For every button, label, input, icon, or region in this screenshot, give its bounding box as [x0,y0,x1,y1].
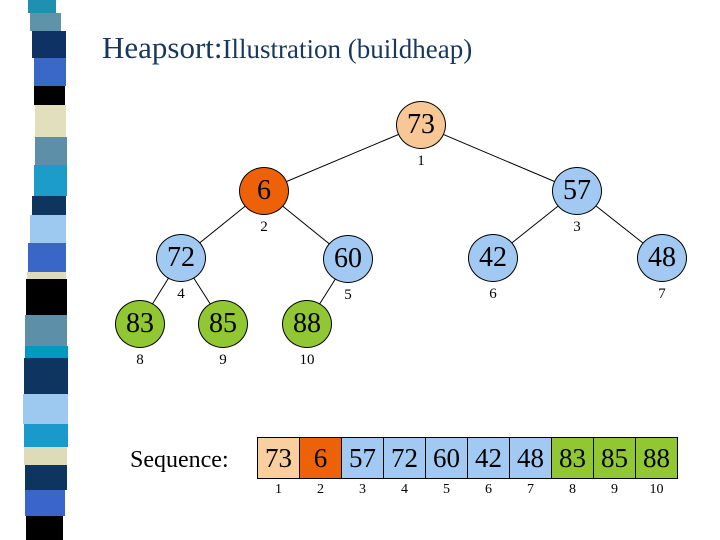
slide-title: Heapsort:Illustration (buildheap) [102,30,472,66]
node-index-label-2: 2 [260,219,268,235]
sequence-cell-1: 73 [257,437,300,479]
tree-node-4: 72 [156,234,206,282]
sequence-index-4: 4 [401,482,408,497]
decor-block [24,358,68,394]
sequence-index-7: 7 [527,482,534,497]
sequence-index-3: 3 [359,482,366,497]
sequence-index-5: 5 [443,482,450,497]
sequence-row: 73 6 57 72 60 42 48 83 85 88 [257,437,678,479]
tree-node-3: 57 [552,167,602,215]
sequence-cell-9: 85 [593,437,636,479]
decor-block [34,86,65,105]
decor-block [32,31,66,58]
decor-block [28,0,56,13]
tree-node-5: 60 [323,235,373,283]
decor-block [25,465,67,490]
node-index-label-3: 3 [573,219,581,235]
tree-node-8: 83 [115,300,165,348]
slide-title-secondary: Illustration (buildheap) [222,34,473,64]
sequence-index-10: 10 [649,482,664,497]
sequence-index-row: 1 2 3 4 5 6 7 8 9 10 [257,482,678,498]
node-index-label-6: 6 [489,286,497,302]
tree-node-10: 88 [282,300,332,348]
sequence-cell-6: 42 [467,437,510,479]
decor-block [25,346,68,358]
sequence-cell-4: 72 [383,437,426,479]
decorative-strip [0,0,80,540]
tree-node-9: 85 [198,300,248,348]
decor-block [35,137,67,165]
node-index-label-10: 10 [299,352,315,368]
decor-block [30,215,66,243]
decor-block [34,165,67,196]
decor-block [27,272,66,279]
node-index-label-5: 5 [344,287,352,303]
sequence-index-6: 6 [485,482,492,497]
sequence-cell-8: 83 [551,437,594,479]
node-index-label-9: 9 [219,352,227,368]
sequence-cell-7: 48 [509,437,552,479]
decor-block [26,279,67,315]
decor-block [28,243,66,272]
decor-block [34,58,66,86]
decor-block [25,490,65,516]
sequence-cell-5: 60 [425,437,468,479]
sequence-cell-3: 57 [341,437,384,479]
decor-block [26,516,63,540]
node-index-label-7: 7 [658,286,666,302]
decor-block [23,394,68,424]
sequence-cell-2: 6 [299,437,342,479]
sequence-index-9: 9 [611,482,618,497]
sequence-index-1: 1 [275,482,282,497]
tree-node-2: 6 [239,167,289,215]
node-index-label-8: 8 [136,352,144,368]
decor-block [30,13,61,31]
sequence-label: Sequence: [130,447,229,473]
node-index-label-1: 1 [417,153,425,169]
decor-block [32,196,66,215]
decor-block [35,105,66,137]
tree-node-6: 42 [468,234,518,282]
node-index-label-4: 4 [177,286,185,302]
sequence-index-2: 2 [317,482,324,497]
slide-title-primary: Heapsort: [102,30,223,65]
decor-block [24,424,68,447]
tree-node-1: 73 [396,101,446,149]
sequence-index-8: 8 [569,482,576,497]
tree-node-7: 48 [637,234,687,282]
sequence-cell-10: 88 [635,437,678,479]
decor-block [25,315,67,346]
decor-block [24,447,67,465]
